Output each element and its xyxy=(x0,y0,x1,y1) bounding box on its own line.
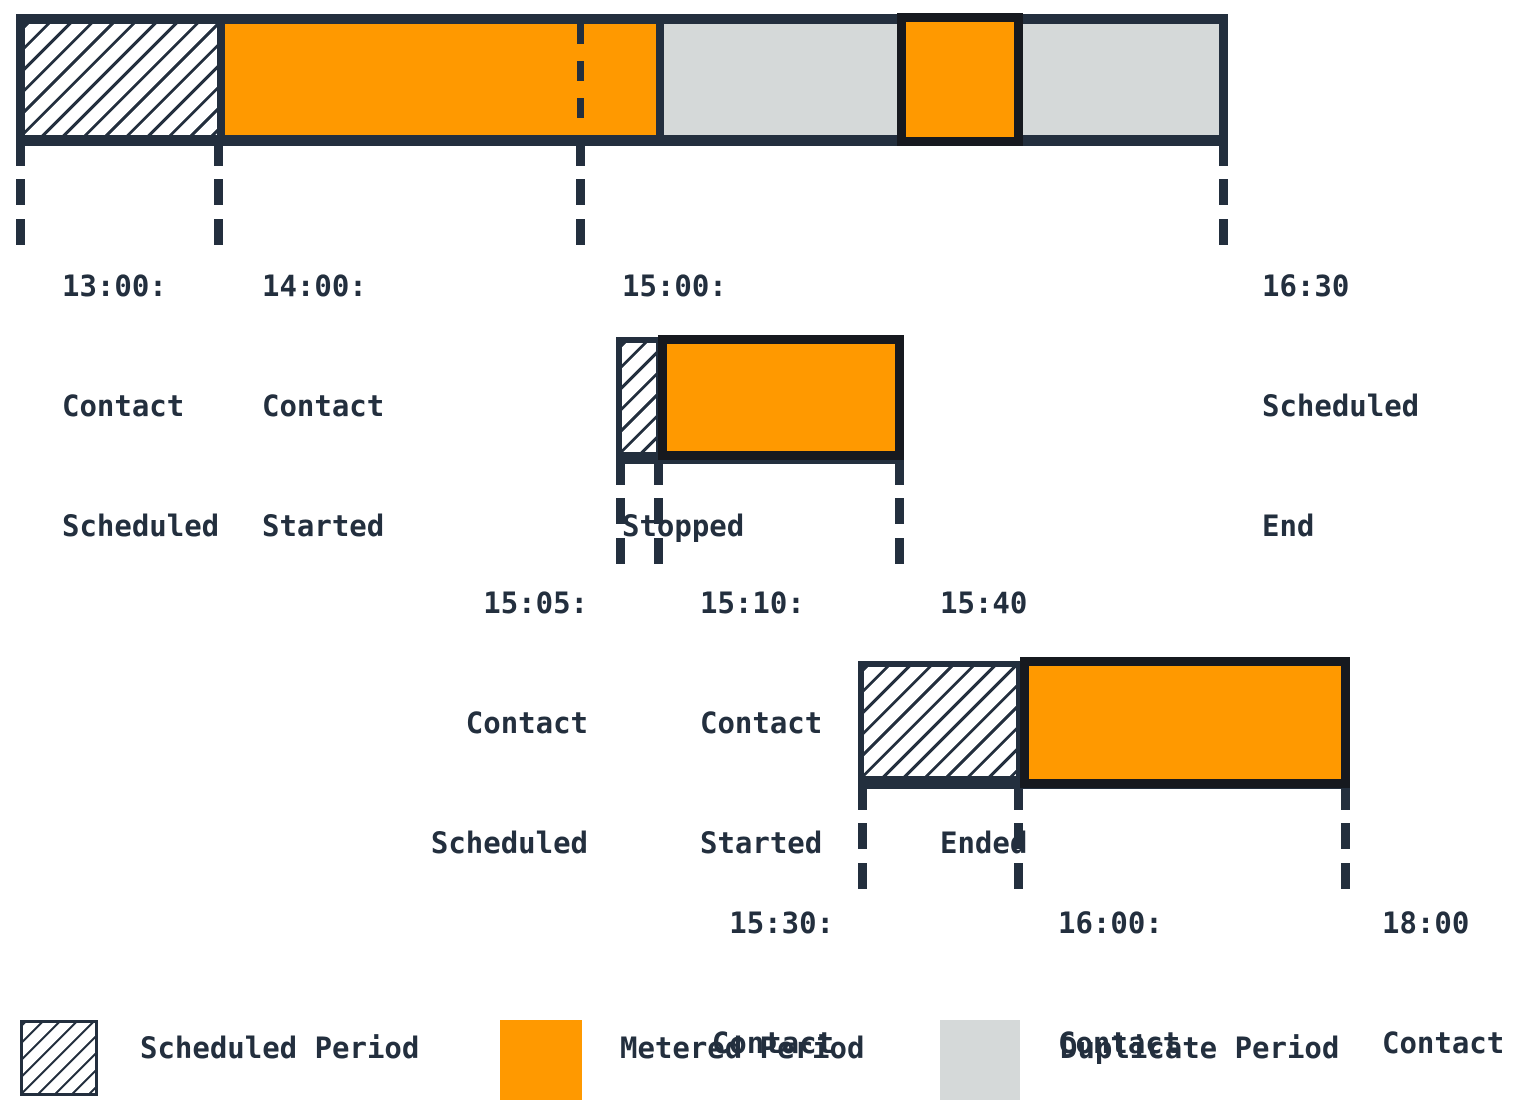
legend-swatch-duplicate xyxy=(940,1020,1020,1100)
event-tick-dashes xyxy=(895,498,904,564)
event-line2: Scheduled xyxy=(1262,389,1420,423)
metered-period-block xyxy=(1020,657,1350,788)
event-tick-dashes xyxy=(1341,823,1350,889)
metered-period-block xyxy=(897,13,1023,146)
event-time: 15:30: xyxy=(729,906,834,940)
event-label: 15:30: Contact Scheduled xyxy=(677,823,834,1120)
event-time: 15:40 xyxy=(940,586,1028,620)
event-line3: End xyxy=(1262,509,1315,543)
legend-swatch-metered xyxy=(500,1020,582,1100)
event-label: 15:10: Contact Started xyxy=(700,503,822,943)
event-label: 18:00 Contact Ended xyxy=(1382,823,1504,1120)
event-line2: Contact xyxy=(711,1026,834,1060)
event-tick xyxy=(1219,145,1228,166)
event-time: 15:05: xyxy=(483,586,588,620)
event-label: 16:30 Scheduled End xyxy=(1262,186,1419,626)
event-time: 16:00: xyxy=(1058,906,1163,940)
event-line2: Contact xyxy=(1382,1026,1505,1060)
metered-period-segment xyxy=(225,24,656,135)
legend-swatch-scheduled xyxy=(20,1020,98,1096)
event-tick-dashes xyxy=(214,179,223,245)
event-tick-dashes xyxy=(1219,179,1228,245)
event-line3: Started xyxy=(700,826,823,860)
event-time: 13:00: xyxy=(62,269,167,303)
event-label: 16:00: Contact Started xyxy=(1058,823,1180,1120)
legend-label-duplicate: Duplicate Period xyxy=(1060,1031,1340,1065)
event-time: 18:00 xyxy=(1382,906,1470,940)
event-time: 15:10: xyxy=(700,586,805,620)
event-tick-dashes xyxy=(1014,823,1023,889)
event-line2: Contact xyxy=(700,706,823,740)
event-line3: Stopped xyxy=(622,509,745,543)
segment-divider xyxy=(656,24,664,135)
event-tick-dashes xyxy=(654,498,663,564)
event-tick-dashes xyxy=(576,179,585,245)
event-tick xyxy=(895,464,904,485)
scheduled-period-segment xyxy=(25,24,217,135)
event-tick-dashes xyxy=(16,179,25,245)
event-tick xyxy=(858,789,867,810)
contact-stopped-dashed-line xyxy=(577,24,584,135)
segment-divider xyxy=(217,24,225,135)
event-time: 16:30 xyxy=(1262,269,1350,303)
event-tick-dashes xyxy=(616,498,625,564)
legend-label-metered: Metered Period xyxy=(620,1031,865,1065)
contact-1-bar xyxy=(16,14,1228,146)
event-label: 15:05: Contact Scheduled xyxy=(431,503,588,943)
scheduled-period-box xyxy=(858,661,1022,782)
event-tick xyxy=(214,145,223,166)
event-tick-dashes xyxy=(858,823,867,889)
event-line2: Contact xyxy=(1058,1026,1181,1060)
metered-period-block xyxy=(658,335,904,460)
scheduled-period-box xyxy=(616,337,662,458)
event-time: 15:00: xyxy=(622,269,727,303)
event-line2: Contact xyxy=(465,706,588,740)
legend-label-scheduled: Scheduled Period xyxy=(140,1031,420,1065)
event-line3: Started xyxy=(262,509,385,543)
event-label: 13:00: Contact Scheduled xyxy=(62,186,219,626)
event-time: 14:00: xyxy=(262,269,367,303)
event-line3: Scheduled xyxy=(430,826,588,860)
event-line3: Ended xyxy=(940,826,1028,860)
event-tick xyxy=(654,464,663,485)
event-line2: Contact xyxy=(262,389,385,423)
event-tick xyxy=(616,464,625,485)
event-line3: Scheduled xyxy=(62,509,220,543)
event-label: 14:00: Contact Started xyxy=(262,186,384,626)
event-line2: Contact xyxy=(62,389,185,423)
event-tick xyxy=(1014,789,1023,810)
event-tick xyxy=(576,145,585,166)
event-tick xyxy=(16,145,25,166)
event-tick xyxy=(1341,789,1350,810)
